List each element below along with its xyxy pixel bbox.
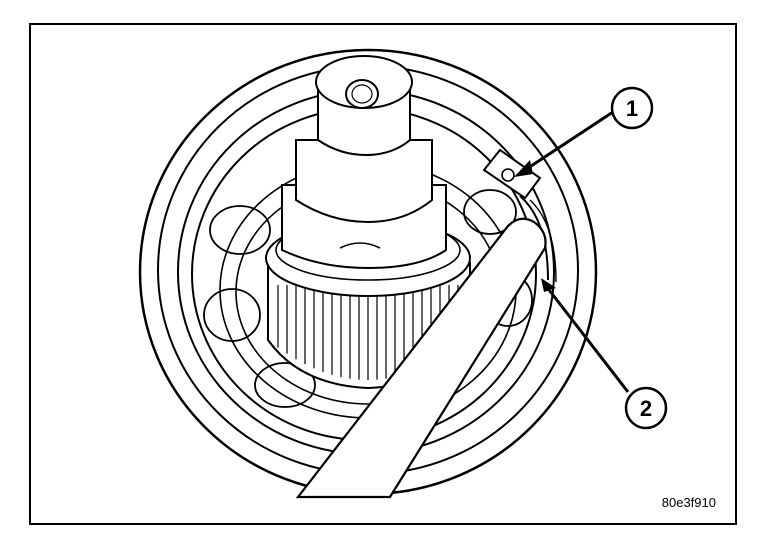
callout-1: 1: [610, 86, 654, 130]
figure-id: 80e3f910: [662, 495, 716, 510]
callout-2-label: 2: [640, 396, 652, 421]
arrowhead-2: [541, 278, 556, 292]
threaded-hole: [345, 79, 379, 109]
callout-2: 2: [624, 386, 668, 430]
callout-1-label: 1: [626, 96, 638, 121]
leader-lines: [521, 108, 630, 393]
arrowhead-1: [514, 160, 533, 177]
leader-line-2: [544, 285, 630, 393]
leader-line-1: [521, 108, 617, 174]
pry-tool: [295, 217, 547, 499]
axle-shaft: [281, 55, 447, 270]
